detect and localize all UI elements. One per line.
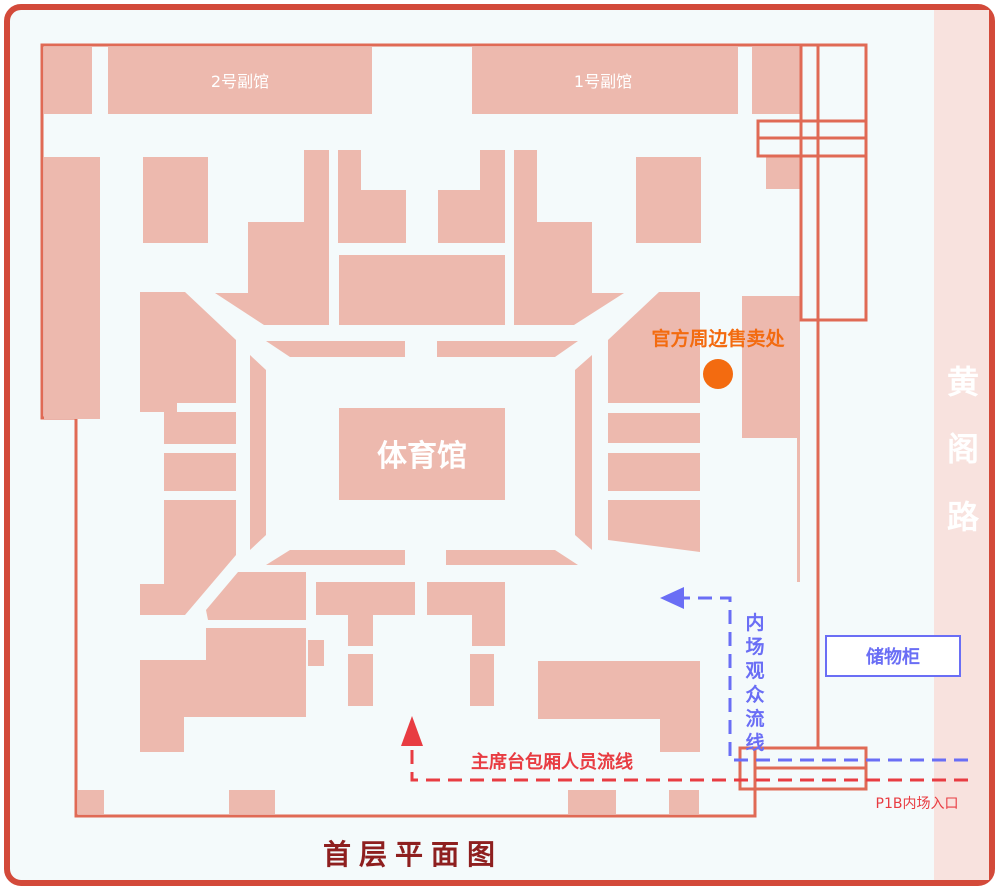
vip-route-label: 主席台包厢人员流线 — [471, 751, 633, 773]
audience-route-char-1: 内 — [745, 611, 764, 634]
road-char-3: 路 — [947, 498, 980, 536]
stadium-ring — [250, 341, 592, 565]
road-char-2: 阁 — [947, 430, 979, 468]
audience-route-char-6: 线 — [745, 731, 764, 754]
audience-route-char-5: 流 — [745, 707, 764, 730]
gym-label: 体育馆 — [377, 439, 467, 474]
audience-route-char-3: 观 — [745, 660, 764, 682]
annex-2-label: 2号副馆 — [211, 72, 269, 91]
road-char-1: 黄 — [947, 363, 979, 401]
west-buildings — [140, 292, 324, 752]
vip-route — [401, 716, 968, 782]
road-name: 黄 阁 路 — [947, 363, 980, 536]
audience-route-arrow-icon — [660, 587, 684, 609]
gym-building — [339, 408, 505, 500]
south-buildings — [78, 582, 700, 814]
merch-label: 官方周边售卖处 — [651, 327, 785, 350]
audience-route-char-2: 场 — [745, 636, 764, 658]
entrance-label: P1B内场入口 — [876, 796, 959, 812]
audience-route — [660, 587, 968, 762]
merch-location-marker[interactable] — [703, 359, 733, 389]
road-strip — [934, 10, 989, 880]
corridor-lines — [738, 43, 868, 791]
left-building — [44, 157, 100, 419]
audience-route-char-4: 众 — [745, 683, 764, 706]
top-buildings — [44, 47, 800, 114]
audience-route-label: 内 场 观 众 流 线 — [745, 611, 764, 754]
page-title: 首层平面图 — [323, 838, 503, 871]
locker-box[interactable] — [825, 635, 961, 677]
east-buildings — [608, 292, 800, 582]
north-buildings — [143, 150, 800, 325]
vip-route-arrow-icon — [401, 716, 423, 746]
annex-1-label: 1号副馆 — [574, 72, 632, 91]
locker-label: 储物柜 — [865, 646, 920, 668]
